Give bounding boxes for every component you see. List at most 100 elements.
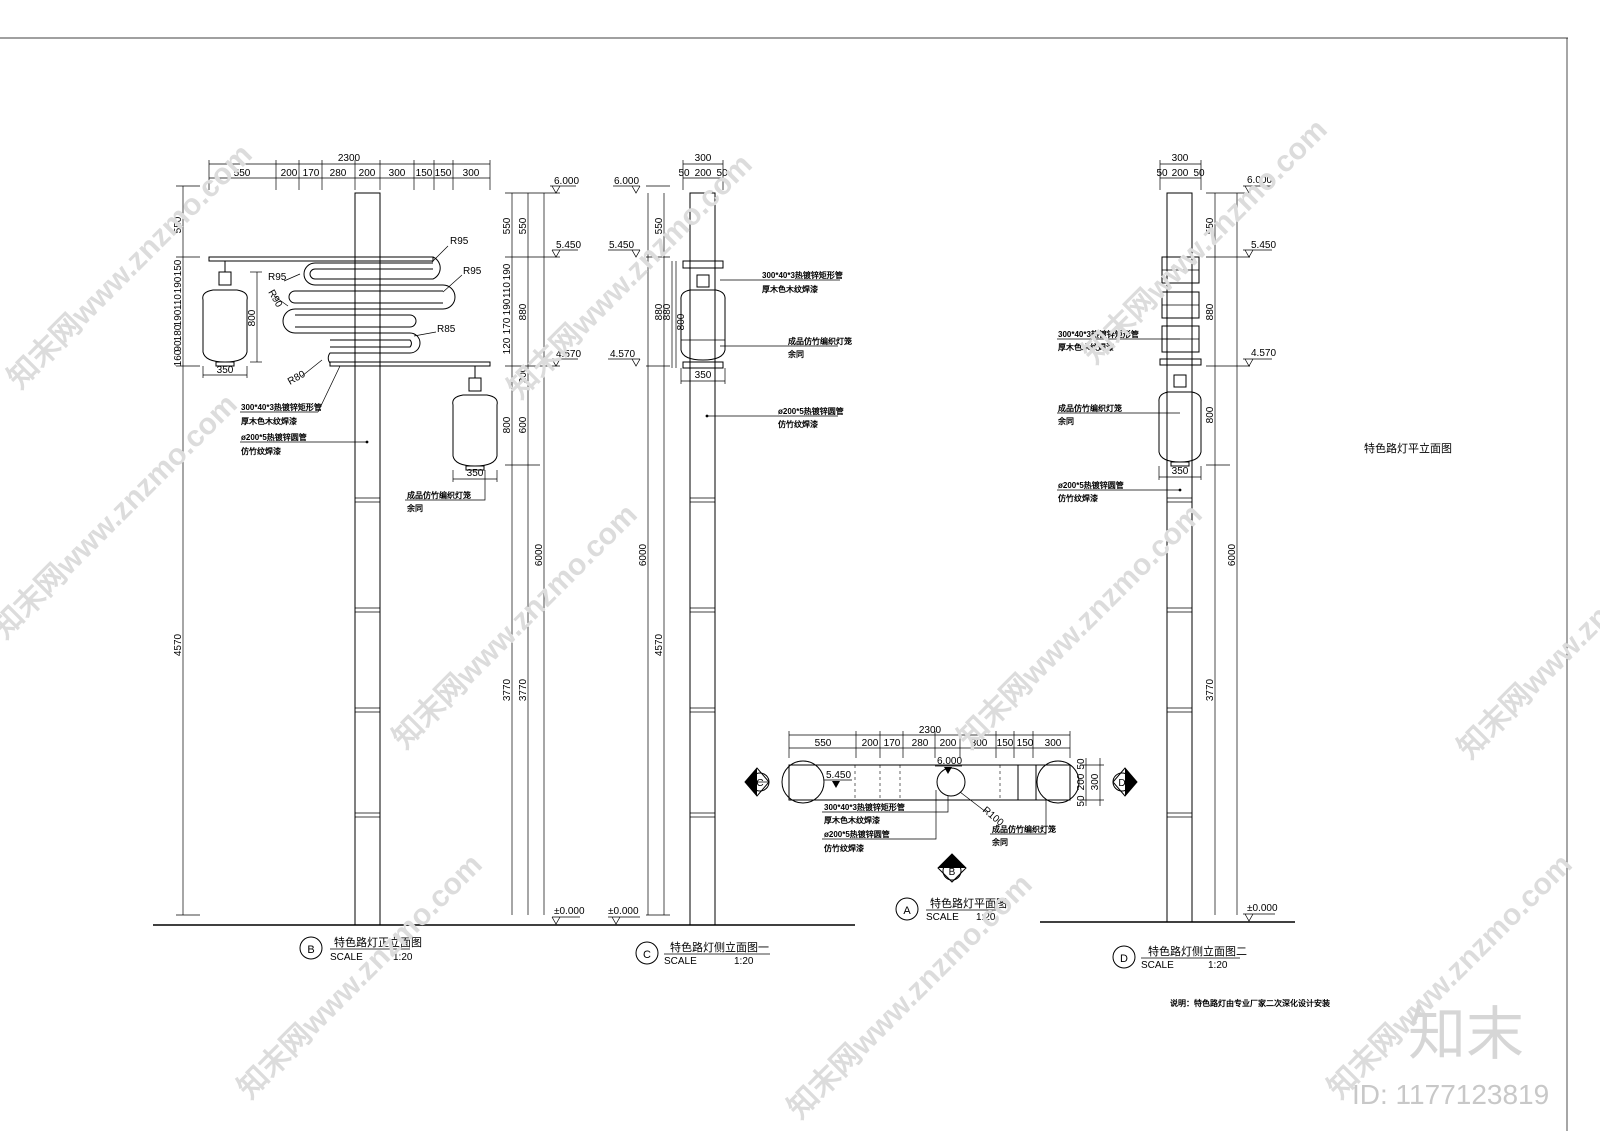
side1-top-total: 300 (695, 153, 712, 164)
scale-label: SCALE (926, 912, 959, 923)
side2-pole-joints (1167, 497, 1192, 818)
side2-lantern-width: 350 (1158, 466, 1202, 480)
side2-right-dim: 550 (1205, 217, 1216, 234)
side1-lantern-width: 350 (680, 368, 726, 384)
side2-lantern (1158, 374, 1202, 467)
plan-lantern-left (781, 760, 825, 804)
note-rect-tube-finish: 厚木色木纹焊漆 (762, 284, 818, 294)
side2-top-dimensions: 300 50 200 50 (1156, 153, 1205, 190)
side1-top-dimensions: 300 50 200 50 (678, 153, 728, 190)
front-left-dim: 180 (173, 324, 184, 341)
side2-right-dim: 880 (1205, 303, 1216, 320)
front-top-dim: 150 (435, 168, 452, 179)
side1-lantern-width-value: 350 (695, 370, 712, 381)
front-top-dim: 170 (303, 168, 320, 179)
side1-pole-joints (690, 497, 715, 818)
note-round-tube: ø200*5热镀锌圆管 (824, 829, 890, 839)
side1-left-dim: 880 (654, 303, 665, 320)
front-right-total: 6000 (534, 543, 545, 566)
front-top-dim: 200 (359, 168, 376, 179)
front-right-dim: 800 (502, 416, 513, 433)
front-top-dim: 150 (416, 168, 433, 179)
side1-bracket-lower (682, 361, 724, 369)
side1-inner-dim: 880 (662, 303, 673, 320)
scale-label: SCALE (1141, 960, 1174, 971)
front-serpentine-inner-2 (288, 290, 443, 304)
view-letter: B (307, 944, 314, 956)
radius-label: R80 (286, 369, 308, 388)
front-left-dim: 110 (173, 294, 184, 310)
level-label: 6.000 (614, 176, 639, 187)
front-left-total: 4570 (173, 633, 184, 656)
front-lantern-right (452, 366, 498, 471)
front-serpentine-inner-1 (309, 256, 441, 280)
plan-right-dimensions: 50 200 50 300 (1076, 758, 1104, 807)
front-lantern-width: 350 (467, 468, 484, 479)
front-lantern-width-dims: 350 350 (202, 365, 498, 482)
note-round-tube: ø200*5热镀锌圆管 (241, 432, 307, 442)
note-round-tube: ø200*5热镀锌圆管 (778, 406, 844, 416)
plan-right-dim: 50 (1076, 758, 1087, 770)
front-top-total: 2300 (338, 153, 361, 164)
side2-lantern-width-value: 350 (1172, 466, 1189, 477)
plan-top-dim: 170 (884, 738, 901, 749)
front-right-dim: 600 (518, 416, 529, 433)
watermark-text: 知末网www.znzmo.com (2, 138, 259, 395)
sheet-footnote: 说明：特色路灯由专业厂家二次深化设计安装 (1170, 998, 1330, 1008)
front-top-dim: 550 (234, 168, 251, 179)
level-label: 4.570 (610, 349, 635, 360)
plan-view: 2300 550 200 170 280 200 300 150 150 300… (744, 725, 1138, 923)
note-rect-tube: 300*40*3热镀锌矩形管 (762, 270, 843, 280)
note-round-tube-finish: 仿竹纹焊漆 (778, 419, 818, 429)
section-marker-c: C (744, 767, 770, 797)
level-label: 6.000 (1247, 175, 1272, 186)
radius-label: R95 (268, 272, 287, 283)
front-lantern-height: 800 (247, 309, 258, 326)
note-lantern: 成品仿竹编织灯笼 (788, 336, 852, 346)
front-left-dimensions: 550 150 190 110 190 180 90 160 4570 800 (173, 185, 262, 916)
side1-notes: 300*40*3热镀锌矩形管 厚木色木纹焊漆 成品仿竹编织灯笼 余同 ø200*… (705, 270, 852, 429)
side1-left-dim: 4570 (654, 633, 665, 656)
watermark-text: 知末网www.znzmo.com (232, 848, 489, 1105)
front-elevation-view: 2300 550 200 170 280 200 300 150 150 300… (153, 153, 855, 963)
level-label: 5.450 (1251, 240, 1276, 251)
view-title: 特色路灯平面图 (930, 896, 1007, 910)
level-label: 4.570 (1251, 348, 1276, 359)
note-rect-tube-finish: 厚木色木纹焊漆 (241, 416, 297, 426)
level-label: 4.570 (556, 349, 581, 360)
front-right-dim: 110 (502, 282, 513, 298)
note-round-tube-finish: 仿竹纹焊漆 (1058, 493, 1098, 503)
level-label: 6.000 (554, 176, 579, 187)
side2-pole (1166, 192, 1193, 923)
scale-label: SCALE (330, 952, 363, 963)
note-lantern-same: 余同 (1057, 416, 1074, 426)
radius-label: R95 (463, 266, 482, 277)
watermark-text: 知末网www.znzmo.com (1077, 113, 1334, 370)
note-rect-tube: 300*40*3热镀锌矩形管 (241, 402, 322, 412)
level-label: ±0.000 (554, 906, 585, 917)
side1-left-dimensions: 550 880 4570 6000 880 800 (638, 185, 687, 916)
side1-top-dim: 50 (716, 168, 728, 179)
scale-value: 1:20 (734, 956, 754, 967)
section-marker-b: B (937, 853, 967, 883)
scale-value: 1:20 (393, 952, 413, 963)
front-right-dim: 170 (502, 317, 513, 334)
side1-bracket (682, 260, 724, 269)
front-serpentine-tube (282, 262, 456, 364)
side2-view-title: D 特色路灯侧立面图二 SCALE 1:20 (1112, 944, 1247, 971)
front-right-dim: 3770 (518, 678, 529, 701)
side1-pole (689, 192, 716, 926)
side1-inner-dim: 800 (676, 313, 687, 330)
side2-right-dim: 800 (1205, 406, 1216, 423)
side-elevation-2-view: 300 50 200 50 550 880 800 3770 6000 6.00… (1040, 153, 1295, 971)
plan-arm (788, 764, 1071, 801)
level-label: ±0.000 (1247, 903, 1278, 914)
front-top-dimensions: 2300 550 200 170 280 200 300 150 150 300 (208, 153, 491, 190)
note-lantern-same: 余同 (787, 349, 804, 359)
note-lantern: 成品仿竹编织灯笼 (1058, 403, 1122, 413)
front-lantern-width: 350 (217, 365, 234, 376)
radius-label: R90 (265, 288, 284, 310)
note-rect-tube-finish: 厚木色木纹焊漆 (1058, 342, 1114, 352)
front-right-dim: 880 (518, 303, 529, 320)
